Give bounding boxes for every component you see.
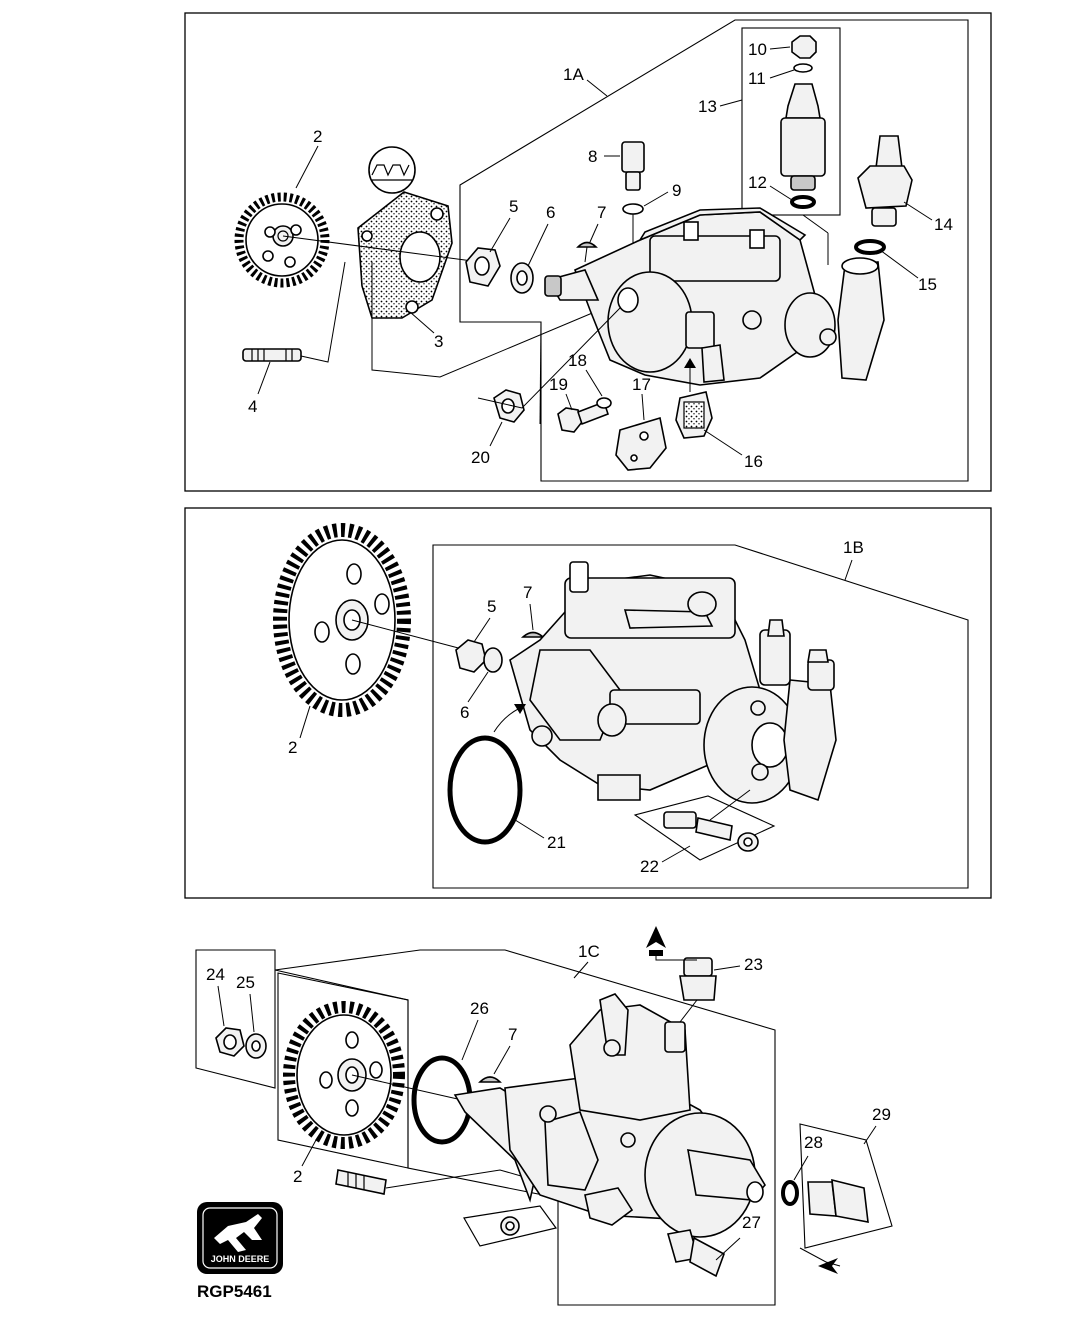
- panel-1c: 24 25 26 7 2 23 27 28 29 1C: [195, 926, 893, 1306]
- leaping-deer-icon: [214, 1214, 262, 1252]
- john-deere-logo: JOHN DEERE: [197, 1202, 283, 1274]
- return-fitting: [679, 957, 717, 1001]
- group-label-1c: 1C: [578, 942, 600, 961]
- group-1a-outline: [459, 19, 969, 482]
- inlet-fitting: [857, 135, 913, 227]
- callout-5: 5: [509, 197, 518, 216]
- callout-2: 2: [288, 738, 297, 757]
- fuel-shutoff-solenoid: [780, 83, 826, 191]
- injection-pump-body-1a: [544, 207, 885, 386]
- woodruff-key: [576, 241, 598, 248]
- woodruff-key: [478, 1076, 502, 1083]
- flow-arrow-left: [818, 1258, 838, 1274]
- solenoid-washer: [793, 63, 813, 73]
- callout-7: 7: [508, 1025, 517, 1044]
- group-label-1a: 1A: [563, 65, 584, 84]
- callout-14: 14: [934, 215, 953, 234]
- group-label-1b: 1B: [843, 538, 864, 557]
- callout-3: 3: [434, 332, 443, 351]
- callout-10: 10: [748, 40, 767, 59]
- callout-4: 4: [248, 397, 257, 416]
- panel-1a-border: [184, 12, 992, 492]
- callout-16: 16: [744, 452, 763, 471]
- cover-bracket: [615, 416, 667, 471]
- drive-gear: [283, 1001, 405, 1149]
- hex-nut: [455, 639, 487, 673]
- nut-leader: [477, 307, 621, 409]
- callout-17: 17: [632, 375, 651, 394]
- callout-29: 29: [872, 1105, 891, 1124]
- logo-brand-text: JOHN DEERE: [211, 1254, 270, 1264]
- mounting-o-ring: [447, 735, 523, 845]
- wire-connector: [675, 391, 713, 439]
- bolt-washer: [596, 397, 612, 409]
- hex-nut: [465, 247, 501, 287]
- stud-leader: [300, 261, 346, 363]
- callout-6: 6: [546, 203, 555, 222]
- callout-7: 7: [597, 203, 606, 222]
- callout-27: 27: [742, 1213, 761, 1232]
- logo-badge: [197, 1202, 283, 1274]
- group-13-box: [741, 27, 841, 216]
- banjo-fitting: [621, 141, 645, 191]
- callout-25: 25: [236, 973, 255, 992]
- flow-arrow-up: [646, 926, 666, 948]
- callout-5: 5: [487, 597, 496, 616]
- callout-28: 28: [804, 1133, 823, 1152]
- fuel-fitting: [666, 1229, 725, 1278]
- callout-2: 2: [313, 127, 322, 146]
- callout-7: 7: [523, 583, 532, 602]
- callout-15: 15: [918, 275, 937, 294]
- group-1b-outline: [432, 544, 969, 889]
- woodruff-key: [520, 631, 546, 638]
- figure-code: RGP5461: [197, 1282, 272, 1301]
- injection-pump-body-1c: [453, 993, 766, 1238]
- outlet-fitting: [807, 1178, 869, 1223]
- panel-1b-border: [184, 507, 992, 899]
- gasket-leader: [371, 262, 629, 378]
- callout-21: 21: [547, 833, 566, 852]
- stud: [335, 1169, 387, 1195]
- callout-24: 24: [206, 965, 225, 984]
- sensor-assembly: [663, 811, 759, 852]
- flange-nut: [493, 389, 525, 423]
- callout-20: 20: [471, 448, 490, 467]
- callout-22: 22: [640, 857, 659, 876]
- lock-washer: [483, 647, 503, 673]
- inlet-seal-ring: [854, 239, 886, 255]
- callout-13: 13: [698, 97, 717, 116]
- tooth-detail-inset: [368, 146, 416, 194]
- solenoid-o-ring: [790, 195, 816, 209]
- sealing-washer-9: [622, 203, 644, 215]
- fitting-washer: [781, 1180, 799, 1206]
- callout-2: 2: [293, 1167, 302, 1186]
- bolt-leader: [539, 321, 542, 425]
- panel-1b: 2 5 6 7 21 22 1B: [184, 507, 992, 899]
- panel-1a: 2 3 4 5 6 7 8 9 10 11 12 13 14 15 16 17 …: [184, 12, 992, 492]
- bleed-screw-detail: [463, 1205, 558, 1247]
- gear-axis-line: [282, 235, 481, 263]
- callout-12: 12: [748, 173, 767, 192]
- callout-6: 6: [460, 703, 469, 722]
- fitting-box: [799, 1123, 893, 1249]
- solenoid-nut: [791, 35, 817, 59]
- stud: [242, 348, 302, 362]
- drive-gear: [234, 192, 330, 288]
- callout-23: 23: [744, 955, 763, 974]
- drive-gear: [273, 523, 411, 717]
- callout-9: 9: [672, 181, 681, 200]
- gear-box: [277, 972, 409, 1169]
- callout-18: 18: [568, 351, 587, 370]
- lock-washer: [510, 262, 534, 294]
- group-22-outline: [633, 795, 776, 861]
- injection-pump-body-1b: [509, 561, 837, 804]
- callout-19: 19: [549, 375, 568, 394]
- nut-washer-box: [195, 949, 276, 1089]
- callout-11: 11: [748, 69, 766, 88]
- callout-26: 26: [470, 999, 489, 1018]
- callout-8: 8: [588, 147, 597, 166]
